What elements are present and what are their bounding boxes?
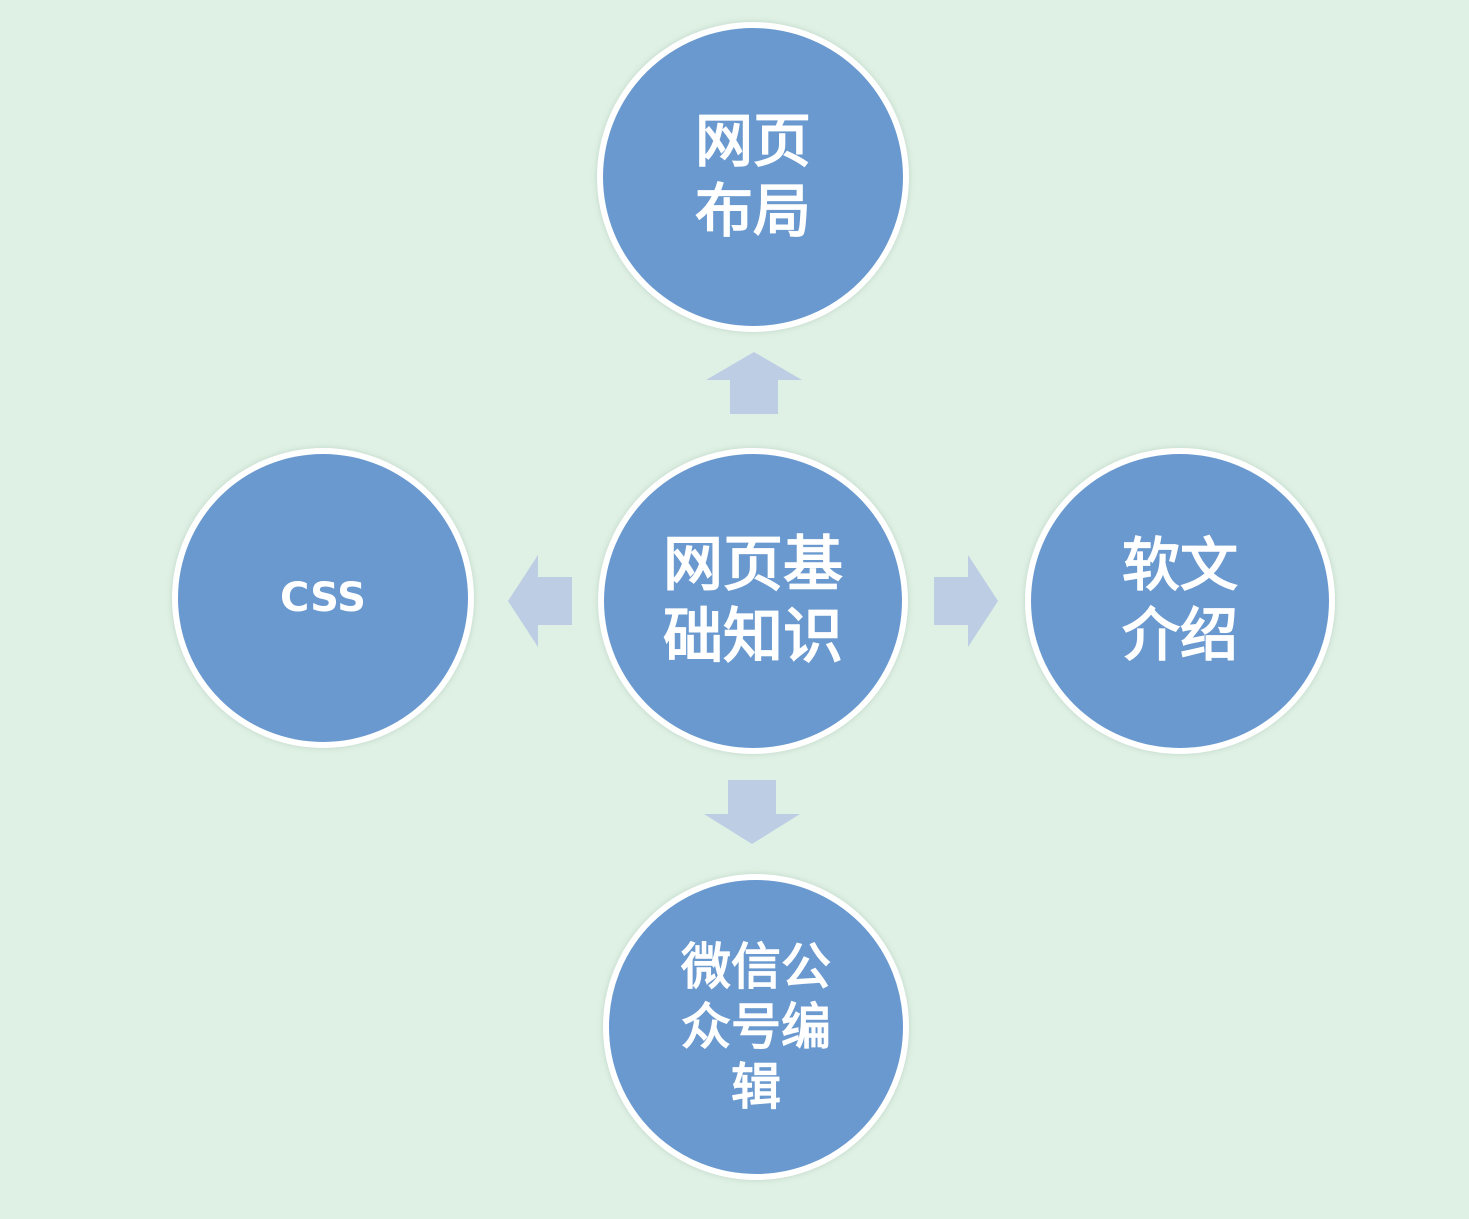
node-web-layout: 网页 布局 [597, 22, 909, 332]
node-css: CSS [172, 448, 474, 748]
node-soft-article-label: 软文 介绍 [1121, 531, 1238, 669]
arrow-down-icon [702, 778, 802, 846]
arrow-left-icon [506, 553, 574, 649]
arrow-right-icon [932, 553, 1000, 649]
node-wechat-editing-label: 微信公 众号编 辑 [681, 938, 831, 1116]
node-soft-article: 软文 介绍 [1025, 448, 1335, 754]
arrow-up-icon [704, 350, 804, 416]
node-web-basics-label: 网页基 础知识 [663, 530, 843, 672]
node-web-basics: 网页基 础知识 [598, 448, 908, 754]
node-web-layout-label: 网页 布局 [694, 107, 811, 245]
node-css-label: CSS [280, 575, 366, 621]
node-wechat-editing: 微信公 众号编 辑 [603, 874, 909, 1180]
